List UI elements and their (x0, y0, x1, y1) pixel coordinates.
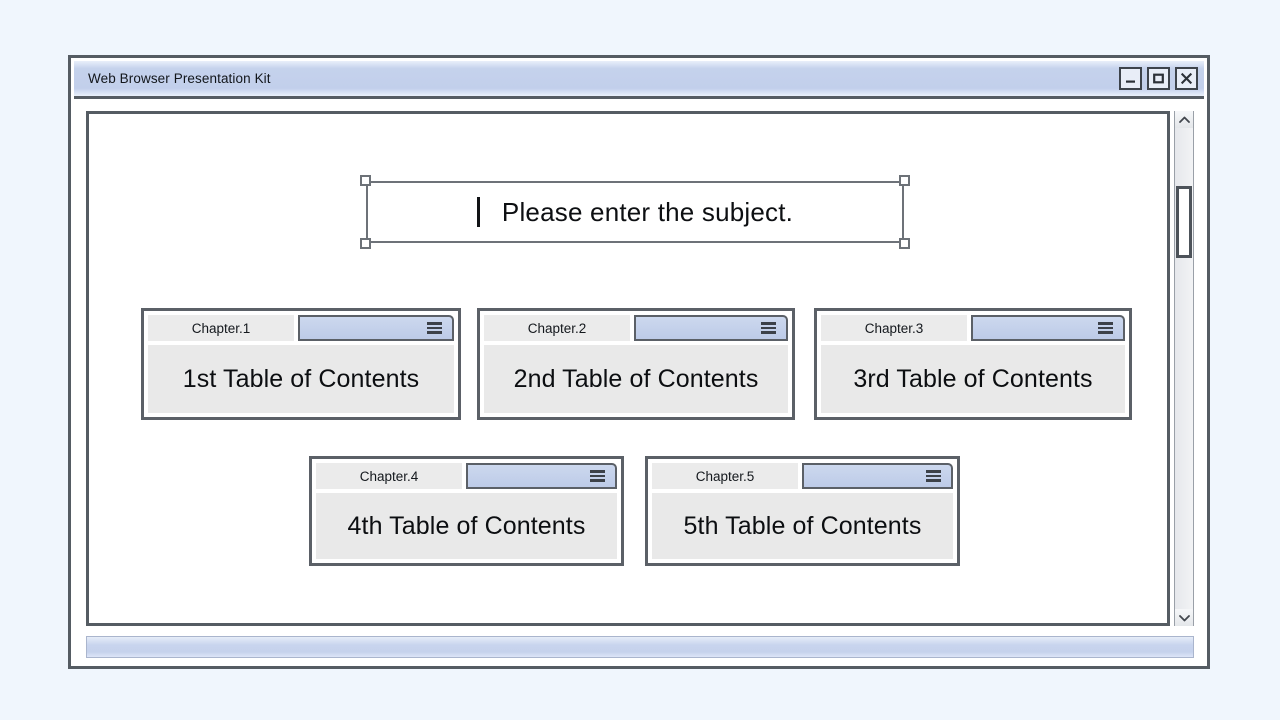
status-bar (86, 636, 1194, 658)
hamburger-menu-icon[interactable] (761, 322, 776, 334)
resize-handle-top-left[interactable] (360, 175, 371, 186)
subject-placeholder-text: Please enter the subject. (501, 196, 794, 227)
close-button[interactable] (1175, 67, 1198, 90)
chevron-down-icon (1178, 614, 1190, 621)
card-body-5[interactable]: 5th Table of Contents (652, 493, 953, 559)
chapter-card-2[interactable]: Chapter.2 2nd Table of Contents (477, 308, 795, 420)
window-body: Please enter the subject. Chapter.1 (74, 99, 1204, 663)
card-header-strip-3[interactable] (971, 315, 1125, 341)
window-controls (1119, 67, 1198, 90)
card-topbar: Chapter.4 (316, 463, 617, 489)
chapter-card-5[interactable]: Chapter.5 5th Table of Contents (645, 456, 960, 566)
card-title-3: 3rd Table of Contents (853, 364, 1093, 393)
close-icon (1180, 72, 1193, 85)
card-body-4[interactable]: 4th Table of Contents (316, 493, 617, 559)
maximize-icon (1153, 73, 1164, 84)
card-title-4: 4th Table of Contents (347, 511, 586, 540)
card-title-2: 2nd Table of Contents (513, 364, 759, 393)
card-header-strip-4[interactable] (466, 463, 617, 489)
card-tab-label-3[interactable]: Chapter.3 (821, 315, 967, 341)
chapter-card-3[interactable]: Chapter.3 3rd Table of Contents (814, 308, 1132, 420)
card-title-1: 1st Table of Contents (182, 364, 420, 393)
scroll-down-button[interactable] (1175, 609, 1193, 626)
window-title-bar[interactable]: Web Browser Presentation Kit (74, 61, 1204, 99)
card-topbar: Chapter.1 (148, 315, 454, 341)
card-header-strip-2[interactable] (634, 315, 788, 341)
scroll-up-button[interactable] (1175, 111, 1193, 128)
application-window: Web Browser Presentation Kit (68, 55, 1210, 669)
maximize-button[interactable] (1147, 67, 1170, 90)
card-body-3[interactable]: 3rd Table of Contents (821, 345, 1125, 413)
card-body-2[interactable]: 2nd Table of Contents (484, 345, 788, 413)
card-tab-label-5[interactable]: Chapter.5 (652, 463, 798, 489)
card-tab-gap (630, 315, 634, 341)
card-tab-label-2[interactable]: Chapter.2 (484, 315, 630, 341)
scrollbar-thumb[interactable] (1176, 186, 1192, 258)
scrollbar-track[interactable] (1175, 128, 1193, 609)
slide-canvas[interactable]: Please enter the subject. Chapter.1 (86, 111, 1170, 626)
hamburger-menu-icon[interactable] (427, 322, 442, 334)
content-wrapper: Please enter the subject. Chapter.1 (86, 111, 1194, 626)
hamburger-menu-icon[interactable] (926, 470, 941, 482)
resize-handle-bottom-left[interactable] (360, 238, 371, 249)
chapter-card-1[interactable]: Chapter.1 1st Table of Contents (141, 308, 461, 420)
vertical-scrollbar[interactable] (1174, 111, 1194, 626)
card-body-1[interactable]: 1st Table of Contents (148, 345, 454, 413)
card-tab-gap (462, 463, 466, 489)
card-tab-gap (294, 315, 298, 341)
card-tab-label-1[interactable]: Chapter.1 (148, 315, 294, 341)
resize-handle-top-right[interactable] (899, 175, 910, 186)
card-title-5: 5th Table of Contents (683, 511, 922, 540)
text-caret-icon (476, 197, 480, 227)
resize-handle-bottom-right[interactable] (899, 238, 910, 249)
subject-textbox-frame[interactable]: Please enter the subject. (366, 181, 904, 243)
card-topbar: Chapter.3 (821, 315, 1125, 341)
card-header-strip-1[interactable] (298, 315, 454, 341)
card-tab-label-4[interactable]: Chapter.4 (316, 463, 462, 489)
hamburger-menu-icon[interactable] (590, 470, 605, 482)
minimize-button[interactable] (1119, 67, 1142, 90)
chapter-card-4[interactable]: Chapter.4 4th Table of Contents (309, 456, 624, 566)
card-tab-gap (967, 315, 971, 341)
card-tab-gap (798, 463, 802, 489)
hamburger-menu-icon[interactable] (1098, 322, 1113, 334)
card-topbar: Chapter.5 (652, 463, 953, 489)
subject-textbox[interactable]: Please enter the subject. (360, 175, 910, 249)
chevron-up-icon (1178, 116, 1190, 123)
card-topbar: Chapter.2 (484, 315, 788, 341)
subject-textbox-content: Please enter the subject. (476, 196, 794, 228)
window-title: Web Browser Presentation Kit (88, 71, 271, 86)
card-header-strip-5[interactable] (802, 463, 953, 489)
minimize-icon (1126, 80, 1135, 83)
